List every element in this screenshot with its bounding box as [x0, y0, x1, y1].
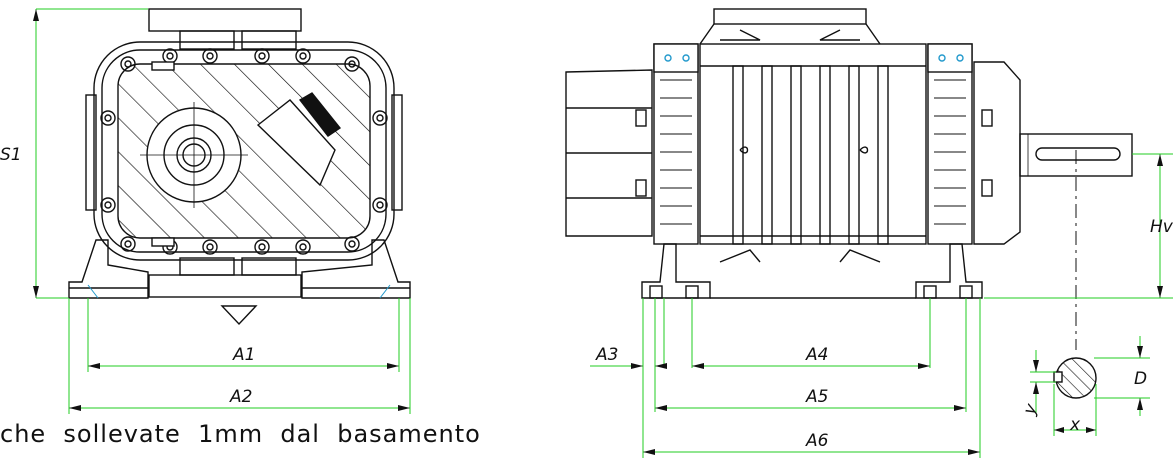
side-drive-housing	[973, 61, 1021, 245]
side-feet	[641, 243, 983, 299]
front-outer-casing	[93, 41, 395, 261]
footnote-text: che sollevate 1mm dal basamento	[0, 420, 481, 448]
dim-label-a5: A5	[805, 387, 828, 407]
front-view	[68, 8, 411, 326]
rotation-arrow-plate	[256, 99, 336, 187]
front-bottom-flange	[148, 274, 302, 298]
dim-label-s1: S1	[0, 145, 22, 165]
side-top-flange	[713, 8, 867, 25]
side-motor	[565, 69, 653, 237]
side-right-endcover	[927, 43, 973, 245]
side-ribs	[732, 65, 889, 245]
dim-label-x: x	[1069, 415, 1081, 435]
dim-label-a3: A3	[595, 345, 618, 365]
side-view	[565, 8, 1133, 299]
dim-label-d: D	[1134, 369, 1147, 389]
shaft-section-detail	[1053, 150, 1097, 399]
dim-label-hv: Hv	[1150, 217, 1173, 237]
dim-label-y: y	[1019, 400, 1042, 418]
dim-label-a1: A1	[232, 345, 255, 365]
side-shaft	[1019, 133, 1133, 177]
dim-label-a6: A6	[805, 431, 829, 451]
front-right-foot	[301, 239, 411, 299]
dimension-arrows	[33, 9, 1163, 455]
side-left-endcover	[653, 43, 699, 245]
front-top-flange	[148, 8, 302, 32]
dimension-lines	[35, 8, 1173, 458]
front-left-foot	[68, 239, 149, 299]
dim-label-a4: A4	[805, 345, 828, 365]
front-bolts	[100, 48, 388, 255]
side-central-body	[699, 43, 927, 245]
dim-label-a2: A2	[229, 387, 252, 407]
base-reference-triangle	[220, 305, 258, 326]
